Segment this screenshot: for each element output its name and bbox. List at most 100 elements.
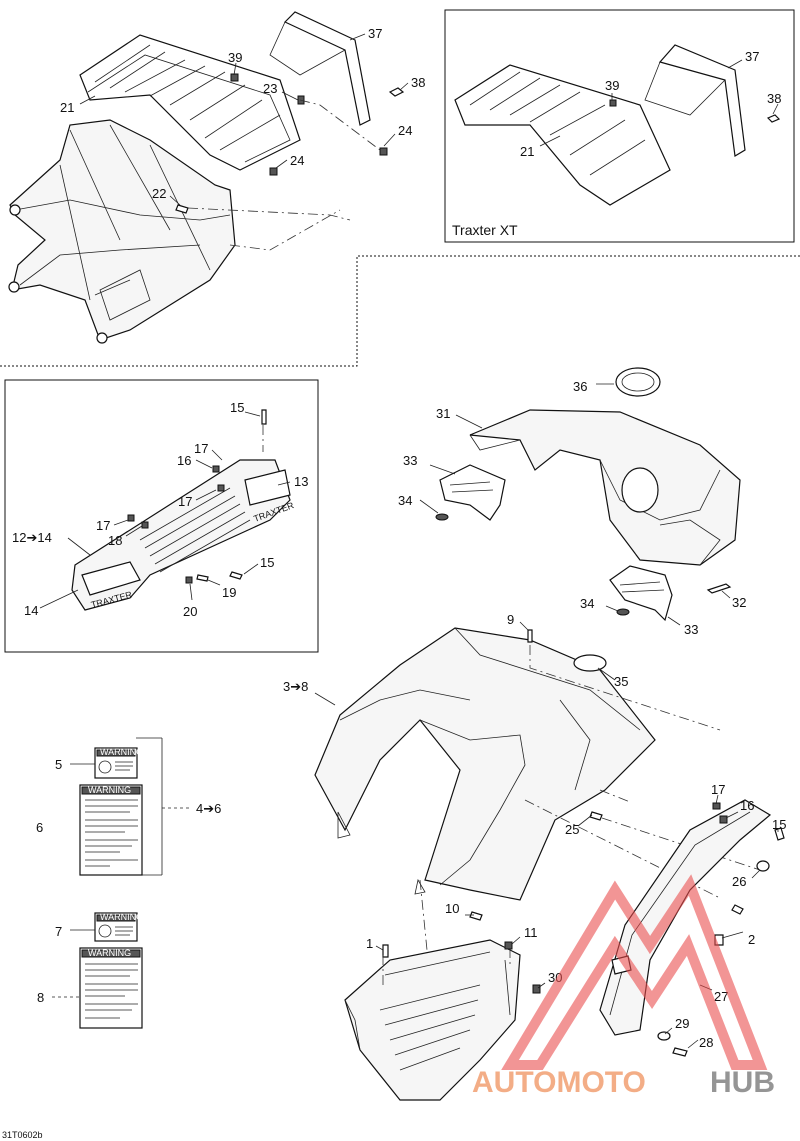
- callout-29: 29: [675, 1016, 689, 1031]
- screw-25: [589, 811, 603, 821]
- callout-26: 26: [732, 874, 746, 889]
- callout-17: 17: [711, 782, 725, 797]
- traxter-xt-inset: 37 39 38 21 Traxter XT: [444, 9, 795, 243]
- decal-7-title: WARNING: [100, 912, 143, 922]
- callout-34: 34: [580, 596, 594, 611]
- callout-33: 33: [684, 622, 698, 637]
- callout-5: 5: [55, 757, 62, 772]
- grommet-34b: [616, 608, 630, 616]
- screw-1: [382, 944, 389, 958]
- callout-32: 32: [732, 595, 746, 610]
- callout-17: 17: [194, 441, 208, 456]
- front-panel-31: [469, 409, 741, 566]
- callout-1: 1: [366, 936, 373, 951]
- screw-9: [527, 629, 533, 643]
- bolt-22: [175, 204, 189, 214]
- watermark-word-right: HUB: [710, 1066, 775, 1099]
- decal-6-title: WARNING: [88, 785, 131, 795]
- callout-27: 27: [714, 989, 728, 1004]
- callout-34: 34: [398, 493, 412, 508]
- bolt-38: [388, 87, 405, 97]
- nut-24b: [269, 167, 278, 176]
- fender-body-3-8: [314, 627, 656, 901]
- light-housing-33b: [609, 565, 673, 622]
- callout-20: 20: [183, 604, 197, 619]
- callout-16: 16: [740, 798, 754, 813]
- decal-8-title: WARNING: [88, 948, 131, 958]
- callout-35: 35: [614, 674, 628, 689]
- callout-18: 18: [108, 533, 122, 548]
- region-border-frame: [0, 255, 800, 367]
- decal-6: [79, 784, 143, 876]
- watermark-logo-triangle: [501, 874, 768, 1070]
- callout-36: 36: [573, 379, 587, 394]
- watermark-word-left: AUTOMOTO: [472, 1066, 646, 1099]
- decal-8: [79, 947, 143, 1029]
- callout-39: 39: [605, 78, 619, 93]
- callout-24: 24: [290, 153, 304, 168]
- nut-39: [230, 73, 239, 82]
- watermark: AUTOMOTO HUB: [472, 874, 775, 1099]
- headlight-opening: [621, 467, 659, 513]
- callout-24: 24: [398, 123, 412, 138]
- callout-25: 25: [565, 822, 579, 837]
- rack-bar-37: [283, 11, 371, 126]
- inset-frame: [444, 9, 795, 243]
- bumper-inset-frame: [4, 379, 319, 653]
- callout-2: 2: [748, 932, 755, 947]
- rear-rack-21: [79, 34, 301, 171]
- callout-28: 28: [699, 1035, 713, 1050]
- callout-38: 38: [767, 91, 781, 106]
- inset-caption: Traxter XT: [452, 222, 518, 238]
- callout-4-6: 4➔6: [196, 801, 221, 816]
- xt-rack-21: [454, 64, 671, 206]
- callout-10: 10: [445, 901, 459, 916]
- callout-37: 37: [745, 49, 759, 64]
- callout-12-14: 12➔14: [12, 530, 52, 545]
- callout-14: 14: [24, 603, 38, 618]
- callout-3-8: 3➔8: [283, 679, 308, 694]
- callout-17: 17: [96, 518, 110, 533]
- callout-37: 37: [368, 26, 382, 41]
- callout-33: 33: [403, 453, 417, 468]
- callout-15: 15: [772, 817, 786, 832]
- callout-23: 23: [263, 81, 277, 96]
- callout-21: 21: [60, 100, 74, 115]
- light-housing-33a: [439, 464, 506, 521]
- decal-group: WARNING WARNING WARNING WARNING 5 6 4➔6 …: [36, 737, 221, 1029]
- rear-fender-body: 9 35 3➔8 25: [283, 612, 761, 961]
- callout-7: 7: [55, 924, 62, 939]
- footrest-floor: [344, 939, 521, 1101]
- callout-17: 17: [178, 494, 192, 509]
- callout-31: 31: [436, 406, 450, 421]
- side-rail-27: [599, 799, 772, 1036]
- rear-rack-assembly: 37 39 38 21 23 24 24 22: [0, 11, 800, 367]
- callout-16: 16: [177, 453, 191, 468]
- cap-35: [573, 654, 607, 672]
- callout-6: 6: [36, 820, 43, 835]
- bumper-side-14: [81, 561, 141, 596]
- callout-38: 38: [411, 75, 425, 90]
- screw-10: [469, 911, 483, 921]
- callout-39: 39: [228, 50, 242, 65]
- callout-22: 22: [152, 186, 166, 201]
- figure-code: 31T0602b: [2, 1130, 43, 1140]
- frame-chassis: [9, 119, 236, 341]
- xt-bar-37: [658, 44, 746, 157]
- callout-11: 11: [524, 925, 538, 940]
- callout-13: 13: [294, 474, 308, 489]
- footrest-assembly: 17 16 15 26 10 2 1 11 30 27 29 28: [344, 782, 786, 1101]
- screw-28: [672, 1047, 688, 1057]
- callout-15: 15: [230, 400, 244, 415]
- decal-5-title: WARNING: [100, 747, 143, 757]
- callout-9: 9: [507, 612, 514, 627]
- clip-32: [706, 583, 732, 594]
- callout-8: 8: [37, 990, 44, 1005]
- callout-21: 21: [520, 144, 534, 159]
- nut-24a: [379, 147, 388, 156]
- grommet-34a: [435, 513, 449, 521]
- front-fender-assembly: 36 31 33 34 34 32 33: [398, 367, 746, 637]
- gasket-36: [615, 367, 661, 397]
- callout-19: 19: [222, 585, 236, 600]
